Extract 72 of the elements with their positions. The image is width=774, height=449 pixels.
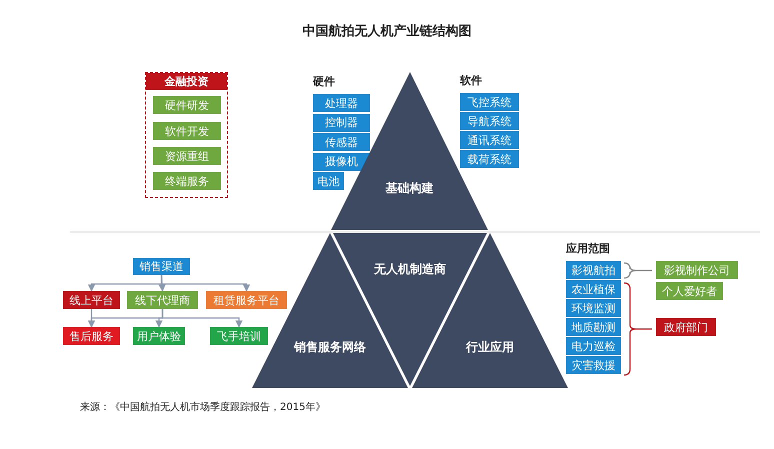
label-box: [63, 291, 120, 309]
label-box: [566, 356, 621, 374]
box-label: 农业植保: [572, 284, 616, 294]
box-label: 硬件研发: [165, 100, 209, 110]
box-label: 终端服务: [165, 176, 209, 186]
box-label: 传感器: [325, 136, 358, 148]
title: 中国航拍无人机产业链结构图: [302, 22, 472, 40]
section-heading: 硬件: [313, 74, 335, 89]
segment-label: 销售服务网络: [294, 341, 366, 353]
label-box: [313, 114, 370, 132]
box-label: 地质勘测: [572, 322, 616, 332]
label-box: [460, 112, 519, 130]
segment-label: 基础构建: [386, 182, 434, 194]
label-box: [460, 93, 519, 111]
label-box: [63, 327, 120, 345]
box-label: 影视航拍: [572, 264, 616, 276]
box-label: 处理器: [325, 98, 358, 108]
label-box: [133, 258, 190, 275]
label-box: [656, 318, 716, 336]
dashed-group-panel: [145, 72, 228, 198]
label-box: [566, 261, 621, 279]
box-label: 软件开发: [165, 126, 209, 136]
box-label: 电力巡检: [572, 340, 616, 352]
label-box: [153, 122, 221, 140]
box-label: 销售渠道: [140, 261, 184, 272]
arrow: [160, 275, 250, 292]
box-label: 通讯系统: [468, 134, 512, 146]
box-label: 用户体验: [137, 330, 181, 342]
label-box: [153, 147, 221, 165]
label-box: [313, 94, 370, 112]
label-box: [460, 131, 519, 149]
box-label: 租赁服务平台: [214, 294, 280, 306]
box-label: 飞控系统: [468, 96, 512, 108]
label-box: [566, 337, 621, 355]
box-label: 环境监测: [572, 302, 616, 314]
source-note: 来源：《中国航拍无人机市场季度跟踪报告，2015年》: [80, 400, 326, 414]
section-heading: 应用范围: [566, 241, 610, 256]
box-label: 摄像机: [325, 156, 358, 167]
label-box: [153, 172, 221, 190]
box-label: 导航系统: [468, 116, 512, 126]
box-label: 飞手培训: [217, 330, 261, 342]
box-label: 控制器: [325, 117, 358, 128]
label-box: [206, 291, 287, 309]
box-label: 影视制作公司: [664, 264, 730, 276]
arrow: [162, 309, 243, 328]
label-box: [566, 299, 621, 317]
group-heading: 金融投资: [146, 73, 227, 90]
box-label: 灾害救援: [572, 360, 616, 370]
label-box: [460, 150, 519, 168]
label-box: [133, 327, 185, 345]
label-box: [566, 318, 621, 336]
box-label: 电池: [318, 176, 340, 186]
segment-label: 行业应用: [466, 341, 514, 353]
box-label: 线上平台: [70, 294, 114, 306]
section-heading: 软件: [460, 73, 482, 88]
box-label: 政府部门: [664, 322, 708, 332]
label-box: [210, 327, 268, 345]
box-label: 售后服务: [70, 330, 114, 342]
segment-label: 无人机制造商: [374, 263, 446, 275]
label-box: [313, 172, 344, 190]
label-box: [656, 261, 738, 279]
label-box: [566, 280, 621, 298]
label-box: [656, 282, 723, 300]
box-label: 资源重组: [165, 150, 209, 162]
arrow: [158, 274, 166, 292]
box-label: 个人爱好者: [662, 286, 717, 296]
label-box: [127, 291, 198, 309]
box-label: 载荷系统: [468, 154, 512, 164]
label-box: [313, 152, 370, 170]
box-label: 线下代理商: [135, 294, 190, 306]
label-box: [153, 96, 221, 114]
label-box: [313, 133, 370, 151]
